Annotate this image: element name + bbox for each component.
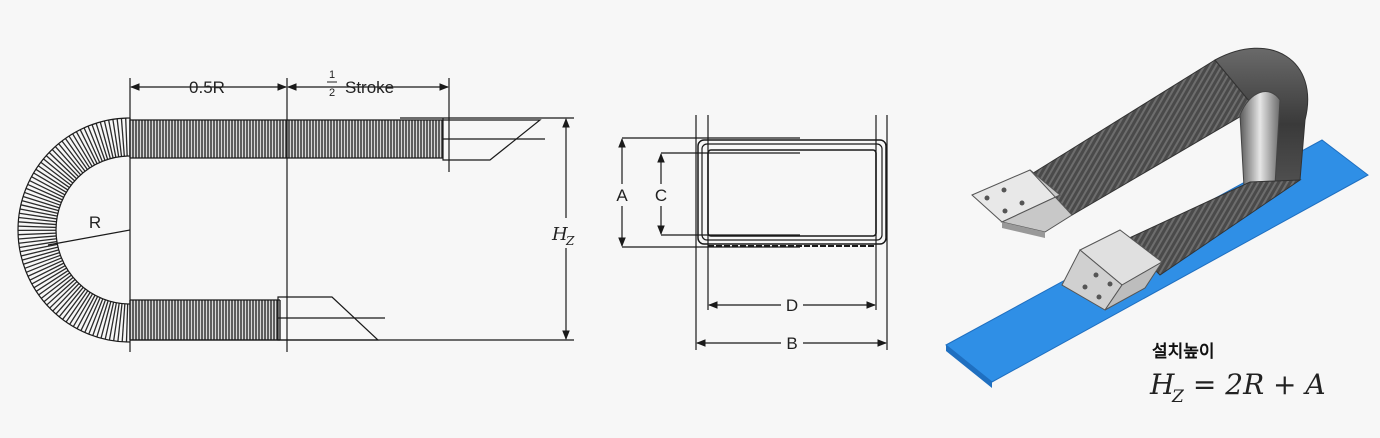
formula-h: H [1149, 368, 1175, 401]
height-formula: H Z = 2R + A [1149, 368, 1326, 407]
formula-rest: = 2R + A [1184, 368, 1326, 401]
dim-d-label: D [786, 296, 798, 315]
upper-bellows [1029, 59, 1256, 216]
bellows-bottom-segment [129, 299, 281, 341]
upper-bracket [971, 169, 1073, 238]
stroke-label: Stroke [345, 78, 394, 97]
stroke-fraction-numerator: 1 [329, 69, 335, 81]
lower-bracket [1061, 229, 1163, 311]
stroke-fraction-denominator: 2 [329, 87, 335, 99]
bottom-end-bracket [277, 296, 385, 341]
side-view: 0.5R 1 2 Stroke R H Z [17, 69, 584, 352]
bellows-3d-render: 설치높이 H Z = 2R + A [945, 47, 1369, 407]
install-height-label: 설치높이 [1152, 342, 1215, 362]
radius-line [47, 229, 131, 246]
formula-sub: Z [1171, 387, 1185, 407]
stroke-label-group: 1 2 Stroke [327, 69, 394, 99]
radius-label: R [89, 213, 101, 232]
hz-label-sub: Z [565, 234, 575, 248]
dim-c-label: C [655, 186, 667, 205]
hz-label-main: H [551, 224, 568, 245]
bellows-u-bend [17, 117, 131, 343]
reference-lines [129, 78, 574, 352]
top-end-bracket [400, 117, 545, 161]
half-r-label: 0.5R [189, 78, 225, 97]
cross-section-view [618, 115, 888, 350]
dim-b-label: B [786, 334, 797, 353]
dim-a-label: A [616, 186, 628, 205]
